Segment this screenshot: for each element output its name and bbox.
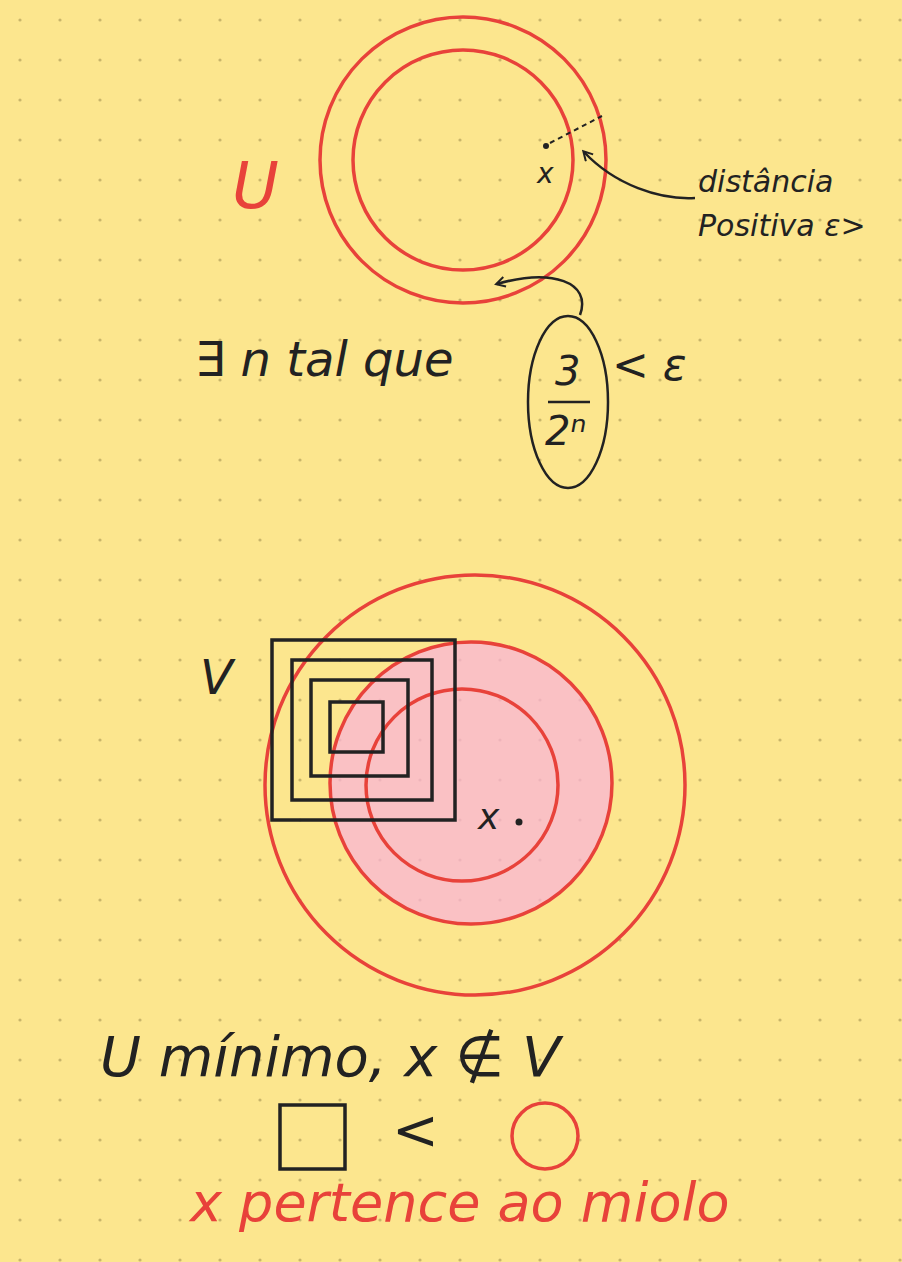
numerator: 3	[555, 348, 580, 394]
square	[272, 640, 455, 820]
formula-text: < ε	[612, 340, 687, 391]
point-name: x	[537, 158, 554, 190]
middle-circle	[330, 642, 612, 924]
note: distância Positiva ε>	[698, 160, 896, 247]
point	[516, 819, 523, 826]
square	[292, 660, 432, 800]
symbol-text: <	[392, 1098, 439, 1162]
note: U mínimo, x ∉ V	[100, 1025, 560, 1089]
fraction-ellipse	[528, 316, 608, 488]
distance-line	[550, 116, 602, 143]
pink-region	[330, 642, 612, 924]
inner-circle	[366, 689, 558, 881]
fraction-bar	[548, 401, 590, 404]
note: x pertence ao miolo	[190, 1172, 730, 1234]
leader-arrow	[584, 152, 695, 198]
point	[543, 143, 549, 149]
denominator: 2ⁿ	[545, 408, 586, 454]
square-symbol	[280, 1105, 345, 1169]
square	[311, 680, 408, 776]
leader-arrow	[497, 277, 582, 315]
set-name: V	[200, 650, 233, 705]
square	[330, 702, 383, 752]
inner-circle	[353, 50, 573, 270]
outer-circle	[320, 17, 606, 303]
formula-text: ∃ n tal que	[195, 332, 454, 387]
point-name: x	[478, 796, 499, 837]
circle-symbol	[512, 1103, 578, 1169]
set-name: U	[232, 150, 279, 224]
outer-circle	[265, 575, 685, 995]
